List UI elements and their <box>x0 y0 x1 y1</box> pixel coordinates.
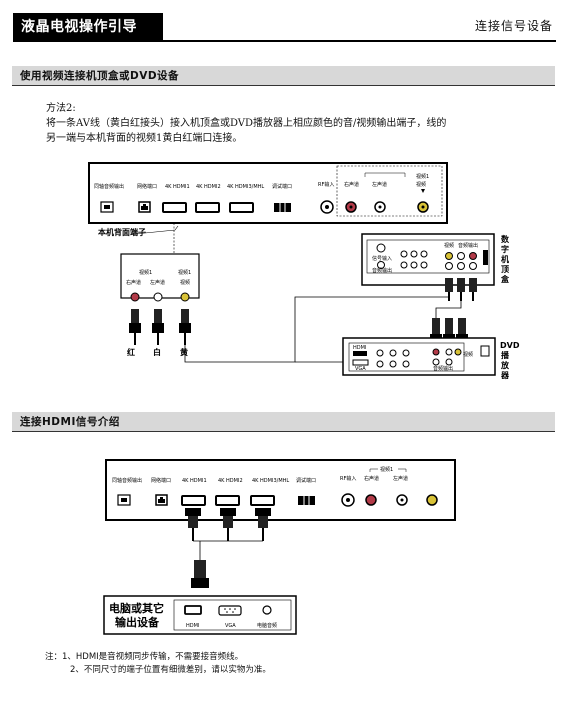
detail-left-label: 左声道 <box>150 279 165 286</box>
hdmi2-port-icon <box>195 202 220 213</box>
rear-terminal-label: 本机背面端子 <box>97 227 146 237</box>
zoom-detail-box <box>120 253 200 299</box>
dvd-label-3: 放 <box>500 360 510 370</box>
rf-port-icon <box>320 200 334 214</box>
detail-video1-label-b: 视频1 <box>178 269 191 276</box>
page-title: 液晶电视操作引导 <box>13 13 163 41</box>
hdmi2-label: 4K HDMI2 <box>196 184 221 190</box>
dvd-vga-label: VGA <box>355 366 366 372</box>
color-yellow-label: 黄 <box>180 347 188 357</box>
rca-plugs <box>129 309 191 345</box>
note-line2: 2、不同尺寸的端子位置有细微差别，请以实物为准。 <box>70 665 271 675</box>
dvd-label-4: 器 <box>500 371 510 380</box>
stb-label-1: 数 <box>501 234 510 244</box>
stb-label-5: 盒 <box>500 274 510 284</box>
dvd-hdmi-label: HDMI <box>353 345 366 351</box>
rf-label: RF输入 <box>318 181 334 188</box>
stb-video-label: 视频 <box>444 242 454 249</box>
debug-port-icon <box>274 203 291 212</box>
av-group-box <box>336 165 443 217</box>
hdmi1-port-icon <box>162 202 187 213</box>
stb-label-2: 字 <box>501 244 509 254</box>
stb-av-out-label: 音频输出 <box>458 242 478 249</box>
stb-audio-out-label: 音频输出 <box>372 267 392 274</box>
hdmi1-label: 4K HDMI1 <box>165 184 190 190</box>
tv-rear-panel <box>88 162 448 224</box>
stb-signal-in-label: 信号输入 <box>372 255 392 262</box>
optical-port-icon <box>100 201 114 213</box>
left-channel-label: 左声道 <box>372 181 387 188</box>
stb-label-4: 顶 <box>501 265 509 274</box>
stb-label-3: 机 <box>501 254 509 264</box>
detail-right-label: 右声道 <box>126 279 141 286</box>
optical-label: 同轴音频输出 <box>94 183 124 190</box>
method-desc-line1: 将一条AV线（黄白红接头）接入机顶盒或DVD播放器上相应颜色的音/视频输出端子，… <box>46 118 447 129</box>
color-red-label: 红 <box>127 347 135 357</box>
video-label: 视频 <box>416 181 426 188</box>
method-label: 方法2: <box>46 103 76 114</box>
header-rule <box>13 40 556 42</box>
debug-label: 调试端口 <box>272 183 292 190</box>
detail-video1-label: 视频1 <box>139 269 152 276</box>
video1-label: 视频1 <box>416 173 429 180</box>
dvd-label-1: DVD <box>500 341 520 350</box>
network-label: 网络端口 <box>137 183 157 190</box>
section-title: 连接信号设备 <box>474 19 553 33</box>
hdmi3-port-icon <box>229 202 254 213</box>
dvd-video-label: 视频 <box>463 351 473 358</box>
method-desc-line2: 另一端与本机背面的视频1黄白红端口连接。 <box>46 133 243 144</box>
color-white-label: 白 <box>153 347 161 357</box>
dvd-label-2: 播 <box>501 350 510 360</box>
note-line1: 注：1、HDMI是音视频同步传输，不需要接音频线。 <box>45 652 244 662</box>
section2-heading: 连接HDMI信号介绍 <box>12 412 555 432</box>
detail-video-label: 视频 <box>180 279 190 286</box>
network-port-icon <box>138 201 151 213</box>
hdmi3-label: 4K HDMI3/MHL <box>227 184 264 190</box>
dvd-player <box>342 337 496 376</box>
stb-rca-plugs <box>445 278 477 301</box>
section1-heading: 使用视频连接机顶盒或DVD设备 <box>12 66 555 86</box>
dvd-audio-label: 音频输出 <box>433 365 453 372</box>
right-channel-label: 右声道 <box>344 181 359 188</box>
